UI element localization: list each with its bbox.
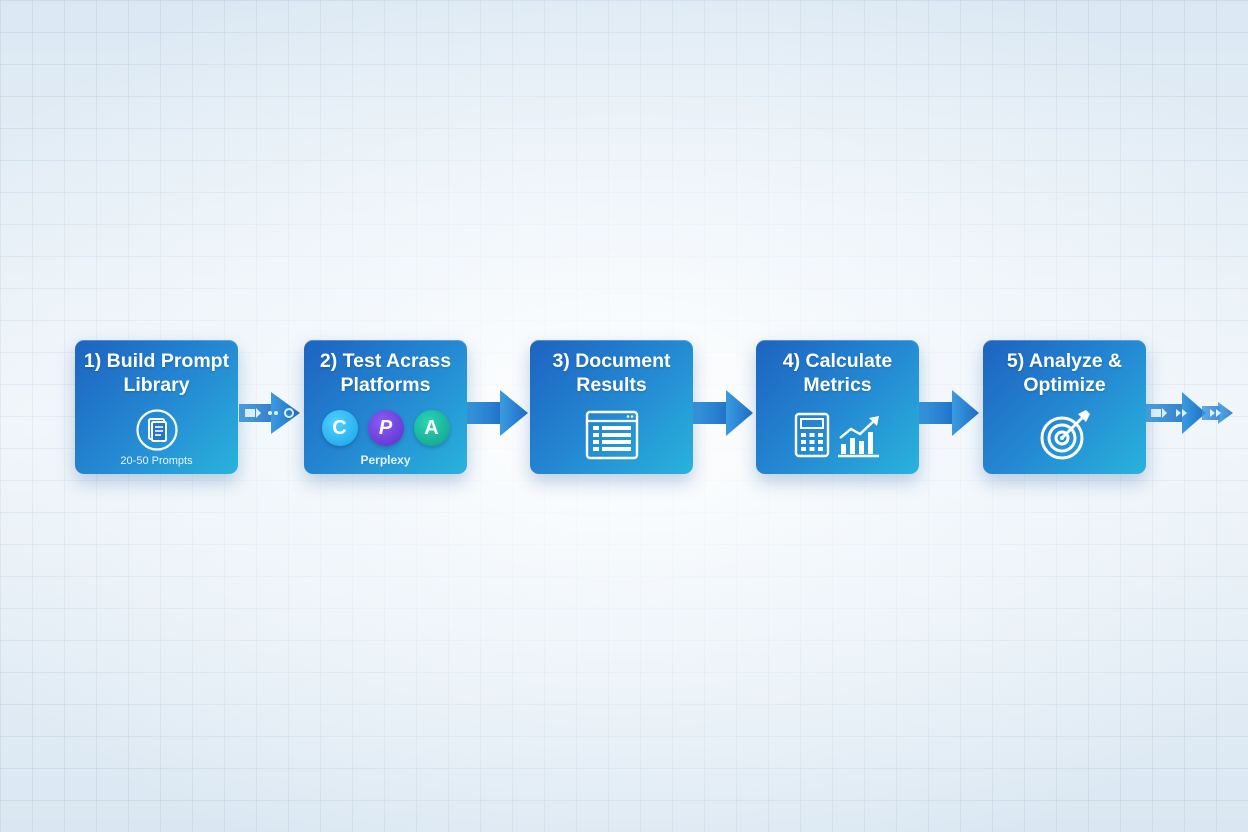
step-4-title: 4) Calculate Metrics: [782, 350, 893, 396]
calculator-chart-icon: [756, 412, 919, 458]
step-3-title: 3) Document Results: [552, 350, 671, 396]
arrow-trailing: [1146, 392, 1233, 434]
assistant-badge-icon: A: [413, 410, 450, 446]
step-4-box: 4) Calculate Metrics: [756, 340, 919, 474]
arrow-1-to-2: [239, 392, 300, 434]
step-1-box: 1) Build Prompt Library 20-50 Prompts: [75, 340, 238, 474]
target-icon: [983, 408, 1146, 462]
step-1-title: 1) Build Prompt Library: [83, 350, 230, 396]
chatgpt-badge-icon: C: [321, 410, 358, 446]
step-2-title: 2) Test Acrass Platforms: [319, 350, 452, 396]
arrow-3-to-4: [692, 390, 753, 436]
platform-badges: C P A: [304, 410, 467, 446]
step-1-subtitle: 20-50 Prompts: [120, 455, 193, 467]
document-list-icon: [75, 408, 238, 452]
step-2-box: 2) Test Acrass Platforms C P A Perplexy: [304, 340, 467, 474]
arrow-4-to-5: [918, 390, 979, 436]
step-5-box: 5) Analyze & Optimize: [983, 340, 1146, 474]
step-5-title: 5) Analyze & Optimize: [1006, 350, 1123, 396]
perplexity-badge-icon: P: [367, 410, 404, 446]
arrow-2-to-3: [466, 390, 528, 436]
step-2-subtitle: Perplexy: [360, 453, 411, 467]
step-3-box: 3) Document Results: [530, 340, 693, 474]
spreadsheet-icon: [530, 410, 693, 460]
